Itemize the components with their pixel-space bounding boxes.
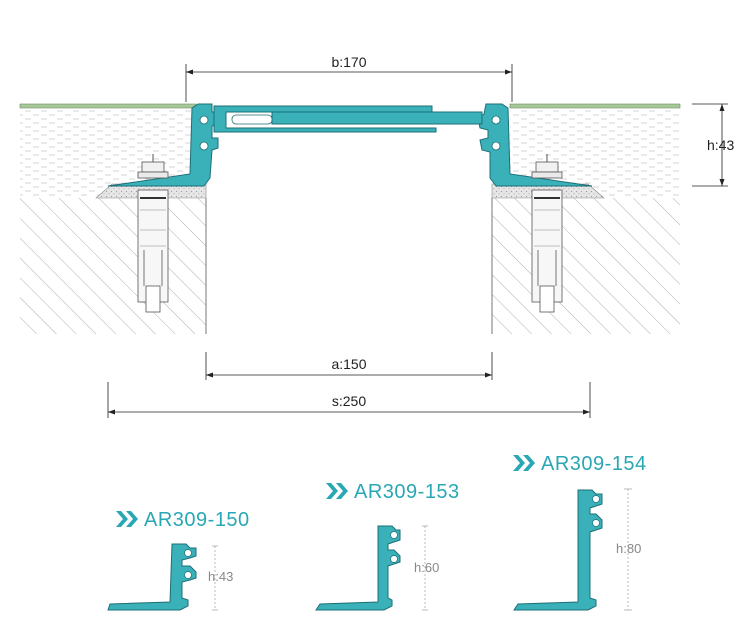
- profile-ar309-150: AR309-150 h:43: [107, 509, 250, 611]
- joint-profile-right: [477, 103, 593, 187]
- profile-height-label: h:43: [208, 569, 233, 584]
- concrete-substrate-left: [20, 198, 207, 334]
- profile-ar309-154: AR309-154 h:80: [513, 453, 647, 611]
- profile-model-label: AR309-154: [541, 453, 647, 475]
- dimension-h-label: h:43: [707, 137, 734, 153]
- dimension-b: b:170: [185, 54, 513, 102]
- dimension-s-label: s:250: [332, 393, 366, 409]
- chevron-double-right-icon: [513, 455, 535, 471]
- dimension-a: a:150: [205, 352, 493, 380]
- chevron-double-right-icon: [326, 483, 348, 499]
- dimension-b-label: b:170: [331, 54, 366, 70]
- profile-height-label: h:60: [414, 560, 439, 575]
- chevron-double-right-icon: [116, 511, 138, 527]
- concrete-substrate-right: [491, 198, 680, 334]
- dimension-s: s:250: [107, 382, 591, 418]
- profile-model-label: AR309-150: [144, 509, 250, 531]
- dimension-h: h:43: [692, 103, 734, 187]
- cover-plate: [213, 105, 483, 133]
- profile-height-label: h:80: [616, 541, 641, 556]
- profile-model-label: AR309-153: [354, 481, 460, 503]
- profile-ar309-153: AR309-153 h:60: [315, 481, 460, 611]
- anchor-bolt-icon: [137, 154, 169, 313]
- dimension-a-label: a:150: [331, 356, 366, 372]
- anchor-bolt-icon: [531, 154, 563, 313]
